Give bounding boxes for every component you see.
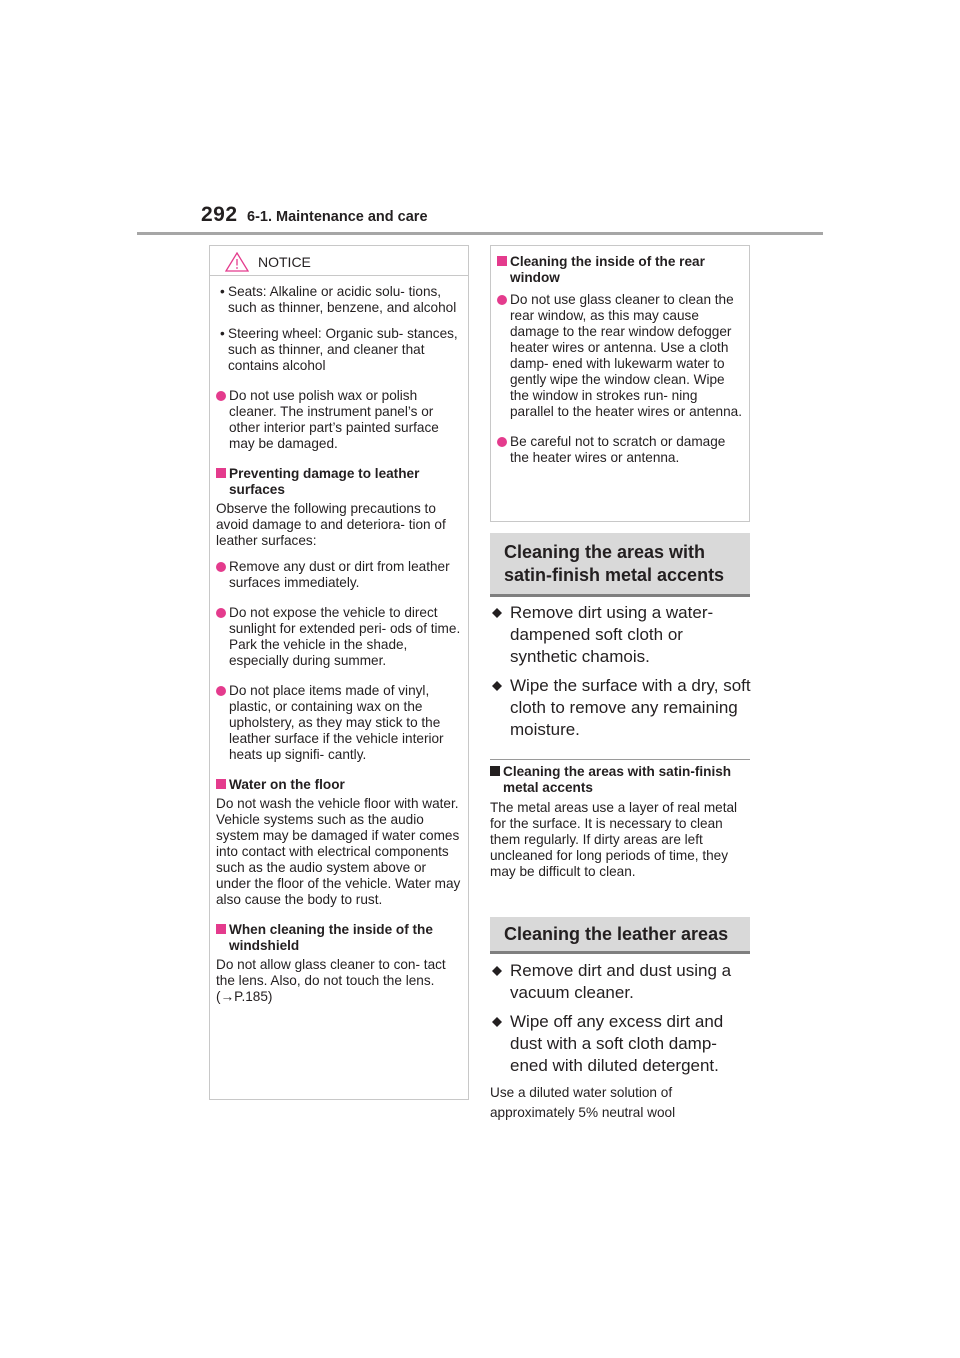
satin-heading: Cleaning the areas with satin-finish met… — [490, 533, 750, 597]
leather-steps: Remove dirt and dust using a vacuum clea… — [492, 960, 754, 1083]
water-text-1: Do not wash the vehicle floor with water… — [216, 796, 459, 811]
satin-sub-text: The metal areas use a layer of real meta… — [490, 800, 738, 879]
divider — [490, 759, 750, 760]
rear-window-box: Cleaning the inside of the rear window D… — [490, 245, 750, 522]
leather-item: Do not expose the vehicle to direct sunl… — [216, 605, 462, 669]
leather-item: Do not place items made of vinyl, plasti… — [216, 683, 462, 763]
section-title: 6-1. Maintenance and care — [247, 209, 428, 225]
notice-header: NOTICE — [210, 246, 468, 276]
windshield-title: When cleaning the inside of the windshie… — [216, 922, 462, 954]
circle-bullet-icon — [497, 295, 507, 305]
rear-window-item: Do not use glass cleaner to clean the re… — [497, 292, 743, 420]
water-text-2: Vehicle systems such as the audio system… — [216, 812, 461, 907]
leather-step: Remove dirt and dust using a vacuum clea… — [492, 960, 754, 1004]
rear-window-title: Cleaning the inside of the rear window — [497, 254, 743, 286]
leather-item: Remove any dust or dirt from leather sur… — [216, 559, 462, 591]
header-rule — [137, 232, 823, 235]
circle-bullet-icon — [497, 437, 507, 447]
notice-label: NOTICE — [258, 254, 311, 270]
circle-bullet-icon — [216, 391, 226, 401]
windshield-text: Do not allow glass cleaner to con- tact … — [216, 957, 446, 1004]
leather-title: Preventing damage to leather surfaces — [216, 466, 462, 498]
diamond-bullet-icon — [492, 608, 502, 618]
circle-bullet-icon — [216, 608, 226, 618]
diamond-bullet-icon — [492, 681, 502, 691]
water-title: Water on the floor — [216, 777, 462, 793]
satin-sub-title: Cleaning the areas with satin-finish met… — [490, 764, 752, 796]
warning-triangle-icon — [225, 252, 249, 272]
notice-bullet-seats: Seats: Alkaline or acidic solu- tions, s… — [216, 284, 462, 316]
leather-tail-text: Use a diluted water solution of approxim… — [490, 1085, 676, 1120]
leather-step: Wipe off any excess dirt and dust with a… — [492, 1011, 754, 1077]
notice-polish-item: Do not use polish wax or polish cleaner.… — [216, 388, 462, 452]
diamond-bullet-icon — [492, 966, 502, 976]
leather-areas-heading: Cleaning the leather areas — [490, 917, 750, 954]
circle-bullet-icon — [216, 562, 226, 572]
satin-steps: Remove dirt using a water-dampened soft … — [492, 602, 754, 747]
arrow-right-icon: → — [220, 989, 235, 1004]
leather-intro: Observe the following precautions to avo… — [216, 501, 446, 548]
satin-step: Wipe the surface with a dry, soft cloth … — [492, 675, 754, 741]
notice-bullet-steering: Steering wheel: Organic sub- stances, su… — [216, 326, 462, 374]
satin-sub-section: Cleaning the areas with satin-finish met… — [490, 764, 752, 880]
notice-body: Seats: Alkaline or acidic solu- tions, s… — [210, 276, 468, 1005]
satin-step: Remove dirt using a water-dampened soft … — [492, 602, 754, 668]
page-number: 292 — [201, 203, 238, 226]
notice-box: NOTICE Seats: Alkaline or acidic solu- t… — [209, 245, 469, 1100]
diamond-bullet-icon — [492, 1017, 502, 1027]
square-bullet-icon — [216, 924, 226, 934]
rear-window-item: Be careful not to scratch or damage the … — [497, 434, 743, 466]
notice-polish-text: Do not use polish wax or polish cleaner.… — [229, 388, 439, 451]
square-bullet-icon — [497, 256, 507, 266]
circle-bullet-icon — [216, 686, 226, 696]
square-bullet-icon — [216, 468, 226, 478]
square-bullet-icon — [216, 779, 226, 789]
square-bullet-icon — [490, 766, 500, 776]
page-reference-link[interactable]: P.185) — [234, 989, 273, 1004]
